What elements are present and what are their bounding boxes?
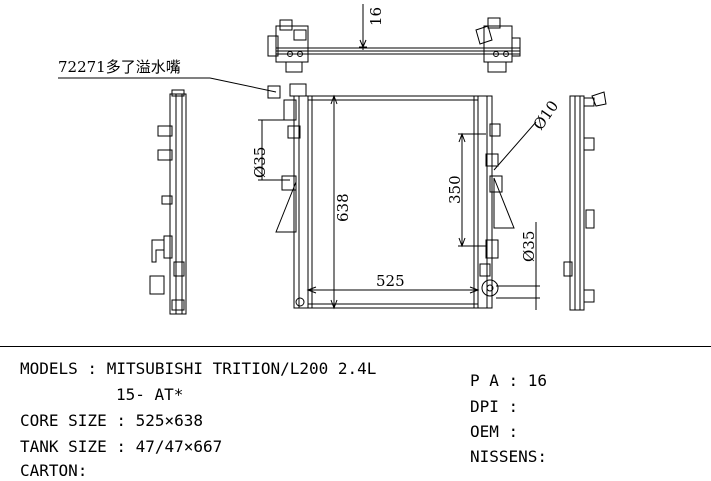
dim-pipe-left: Ø35 [251,147,269,178]
radiator-technical-drawing: 16 Ø10 Ø35 Ø35 638 350 525 72271多了溢水嘴 [58,4,607,315]
spec-models: MODELS : MITSUBISHI TRITION/L200 2.4L [20,359,377,378]
spec-nissens: NISSENS: [470,447,548,466]
section-divider [0,346,711,347]
top-view [267,4,521,73]
dim-pipe-right-lower: Ø35 [520,231,538,262]
callout-label: 72271多了溢水嘴 [58,58,181,76]
spec-oem: OEM : [470,422,519,441]
spec-dpi: DPI : [470,397,519,416]
spec-tank-size: TANK SIZE : 47/47×667 [20,437,223,456]
right-side-view [563,91,607,311]
front-view [58,77,540,310]
dim-width: 525 [376,272,405,290]
spec-carton: CARTON: [20,461,88,480]
spec-core-size: CORE SIZE : 525×638 [20,411,204,430]
dim-inner-height: 350 [446,175,464,204]
spec-models-year: 15- AT* [116,385,184,404]
dim-height: 638 [334,193,352,222]
dim-pipe-right: Ø10 [530,97,563,133]
left-side-view [149,89,187,315]
dim-top-offset: 16 [367,7,385,26]
spec-pa: P A : 16 [470,371,548,390]
